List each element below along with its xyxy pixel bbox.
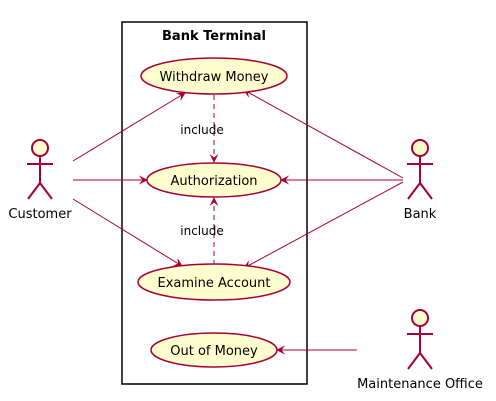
actor-bank-label: Bank	[404, 207, 437, 222]
actor-customer-head	[31, 139, 49, 157]
actor-bank-head	[411, 139, 429, 157]
system-title: Bank Terminal	[162, 29, 266, 44]
usecase-out-of-money[interactable]: Out of Money	[150, 332, 278, 368]
edge-customer-withdraw	[72, 92, 186, 162]
usecase-authorization-label: Authorization	[170, 174, 257, 189]
usecase-examine-account-label: Examine Account	[157, 276, 270, 291]
actor-customer-label: Customer	[8, 207, 72, 222]
actor-maintenance-office-head	[411, 309, 429, 327]
system-boundary	[121, 21, 308, 385]
actor-maintenance-office[interactable]	[407, 309, 433, 370]
include-label-examine: include	[180, 224, 223, 238]
usecase-out-of-money-label: Out of Money	[170, 344, 258, 359]
edge-customer-examine	[72, 198, 183, 267]
actor-maintenance-office-label: Maintenance Office	[357, 377, 483, 392]
edge-bank-withdraw	[243, 89, 404, 179]
actor-bank[interactable]	[407, 139, 433, 200]
usecase-withdraw-money-label: Withdraw Money	[160, 70, 269, 85]
actor-customer[interactable]	[27, 139, 53, 200]
edge-bank-examine	[243, 181, 404, 269]
usecase-authorization[interactable]: Authorization	[146, 162, 282, 198]
include-label-withdraw: include	[180, 123, 223, 137]
usecase-examine-account[interactable]: Examine Account	[137, 263, 291, 301]
usecase-withdraw-money[interactable]: Withdraw Money	[140, 57, 288, 95]
